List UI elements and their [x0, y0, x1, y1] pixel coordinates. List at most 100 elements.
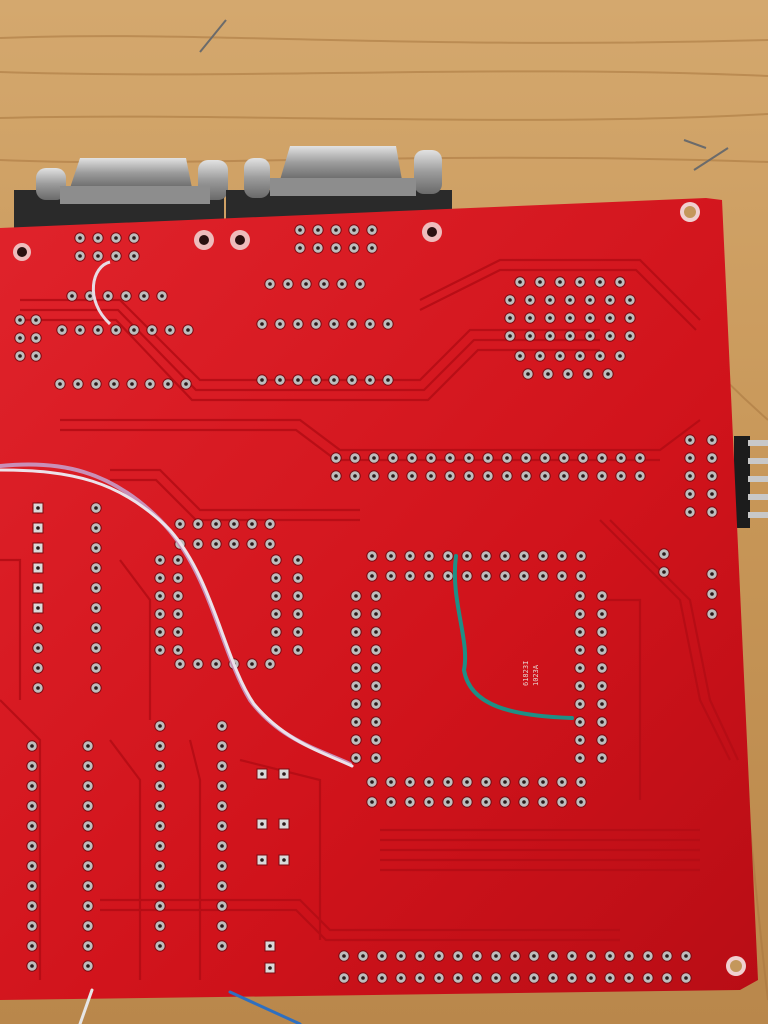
pad-hole [618, 354, 622, 358]
pad-hole [342, 954, 346, 958]
pad-hole [578, 666, 582, 670]
pad-hole [578, 756, 582, 760]
pad-hole [148, 382, 152, 386]
pad-hole [710, 474, 714, 478]
pad-hole [522, 780, 526, 784]
pad-hole [513, 954, 517, 958]
pad-hole [86, 764, 90, 768]
pad-hole [178, 662, 182, 666]
pad-hole [558, 354, 562, 358]
pad-hole [124, 294, 128, 298]
pad-hole [268, 542, 272, 546]
pad-hole [600, 666, 604, 670]
pad-hole [662, 570, 666, 574]
pad-hole [34, 336, 38, 340]
pad-hole [484, 574, 488, 578]
pad-hole [608, 298, 612, 302]
pad-hole [494, 954, 498, 958]
pad-hole [250, 662, 254, 666]
pad-hole [296, 322, 300, 326]
pad-hole [268, 662, 272, 666]
pad-hole [334, 456, 338, 460]
pad-hole [78, 328, 82, 332]
pad-hole [370, 574, 374, 578]
pad-hole [260, 378, 264, 382]
pad-hole [184, 382, 188, 386]
pad-hole [508, 334, 512, 338]
pad-hole [598, 354, 602, 358]
pad-hole [36, 566, 40, 570]
pad-hole [389, 554, 393, 558]
pad-hole [467, 456, 471, 460]
pad-hole [96, 236, 100, 240]
pad-hole [114, 328, 118, 332]
pad-hole [30, 864, 34, 868]
pad-hole [361, 954, 365, 958]
pad-hole [578, 354, 582, 358]
pad-hole [518, 354, 522, 358]
pad-hole [600, 702, 604, 706]
pad-hole [86, 744, 90, 748]
pad-hole [361, 976, 365, 980]
pad-hole [368, 378, 372, 382]
pad-hole [503, 574, 507, 578]
teal-wire [452, 554, 574, 720]
pad-hole [618, 280, 622, 284]
pad-hole [710, 492, 714, 496]
pad-hole [374, 702, 378, 706]
pad-hole [282, 822, 286, 826]
pad-hole [628, 298, 632, 302]
pad-hole [166, 382, 170, 386]
pad-hole [36, 606, 40, 610]
pad-hole [158, 724, 162, 728]
pad-hole [304, 282, 308, 286]
pad-hole [274, 630, 278, 634]
pad-hole [268, 522, 272, 526]
pad-hole [627, 954, 631, 958]
pad-hole [158, 630, 162, 634]
pad-hole [646, 954, 650, 958]
pad-hole [456, 976, 460, 980]
pad-hole [352, 228, 356, 232]
pad-hole [220, 824, 224, 828]
pad-hole [268, 944, 272, 948]
pad-hole [581, 474, 585, 478]
pad-hole [688, 456, 692, 460]
pad-hole [399, 954, 403, 958]
pad-hole [543, 474, 547, 478]
pad-hole [36, 626, 40, 630]
pad-hole [296, 612, 300, 616]
pad-hole [391, 474, 395, 478]
pad-hole [354, 612, 358, 616]
pad-hole [588, 298, 592, 302]
pad-hole [551, 954, 555, 958]
pad-hole [18, 354, 22, 358]
pad-hole [386, 322, 390, 326]
pad-hole [560, 800, 564, 804]
pad-hole [508, 298, 512, 302]
pad-hole [334, 474, 338, 478]
pad-hole [176, 558, 180, 562]
pad-hole [560, 574, 564, 578]
pad-hole [260, 858, 264, 862]
pad-hole [448, 474, 452, 478]
pad-hole [546, 372, 550, 376]
pad-hole [688, 492, 692, 496]
pad-hole [30, 784, 34, 788]
pad-hole [30, 964, 34, 968]
pad-hole [36, 646, 40, 650]
pad-hole [522, 554, 526, 558]
pad-hole [30, 824, 34, 828]
pad-hole [30, 904, 34, 908]
pad-hole [232, 522, 236, 526]
pad-hole [475, 976, 479, 980]
pad-hole [638, 474, 642, 478]
pad-hole [250, 522, 254, 526]
pad-hole [34, 318, 38, 322]
pad-hole [446, 554, 450, 558]
pad-hole [178, 522, 182, 526]
pad-hole [374, 720, 378, 724]
pad-hole [588, 334, 592, 338]
pad-hole [619, 474, 623, 478]
